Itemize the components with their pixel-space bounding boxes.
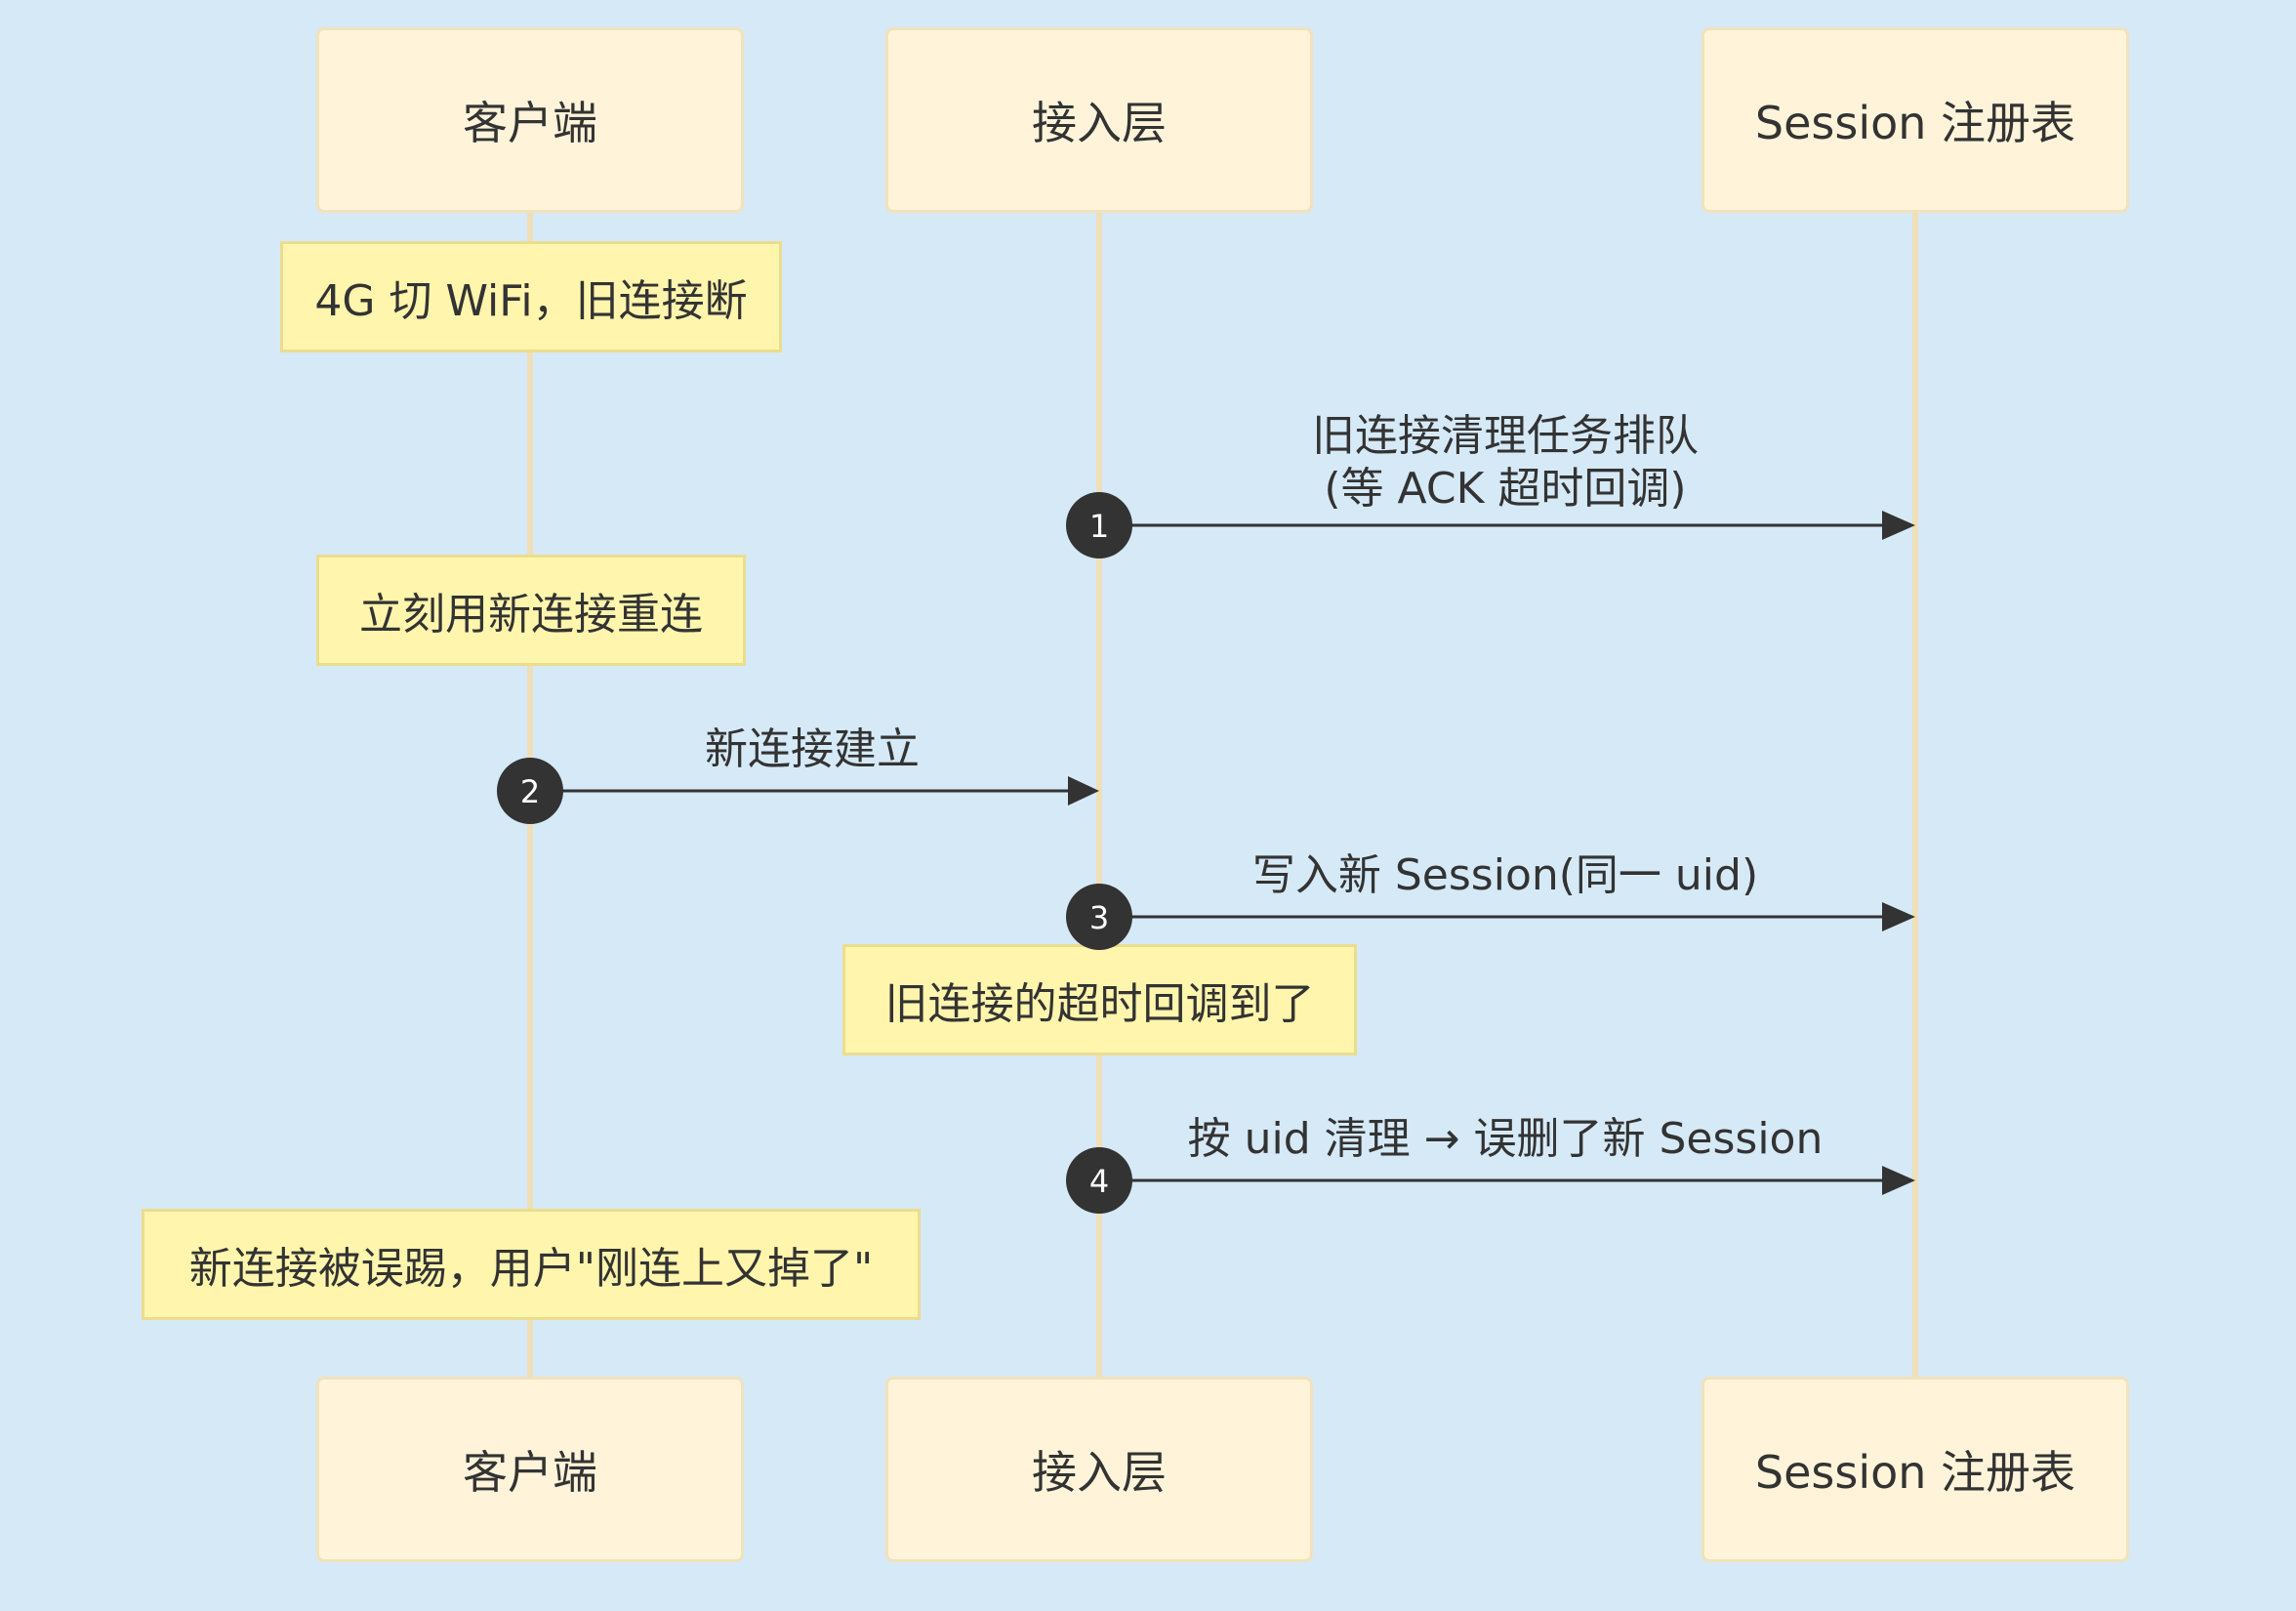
lifeline-gateway bbox=[1096, 213, 1102, 1377]
note-kicked-text: 新连接被误踢，用户"刚连上又掉了" bbox=[188, 1244, 874, 1294]
message-2-number-badge bbox=[497, 758, 563, 824]
message-1-number-badge bbox=[1066, 492, 1132, 558]
message-4-label: 按 uid 清理 → 误删了新 Session bbox=[1188, 1113, 1824, 1166]
actor-client-label: 客户端 bbox=[463, 97, 597, 149]
actor-registry-label: Session 注册表 bbox=[1754, 1446, 2076, 1499]
message-4-number: 4 bbox=[1089, 1163, 1109, 1200]
actor-gateway-top: 接入层 bbox=[885, 27, 1313, 213]
message-1-label-line1: 旧连接清理任务排队 bbox=[1312, 411, 1699, 461]
actor-registry-bottom: Session 注册表 bbox=[1702, 1377, 2129, 1562]
note-timeout-callback: 旧连接的超时回调到了 bbox=[842, 944, 1357, 1055]
actor-client-label: 客户端 bbox=[463, 1446, 597, 1499]
actor-gateway-bottom: 接入层 bbox=[885, 1377, 1313, 1562]
message-4-label-text: 按 uid 清理 → 误删了新 Session bbox=[1187, 1114, 1824, 1164]
message-1-label-line2: (等 ACK 超时回调) bbox=[1324, 464, 1687, 514]
message-2-arrowhead bbox=[1068, 776, 1099, 806]
note-network-switch-text: 4G 切 WiFi，旧连接断 bbox=[314, 276, 748, 326]
message-3-label-text: 写入新 Session(同一 uid) bbox=[1251, 850, 1759, 900]
actor-gateway-label: 接入层 bbox=[1032, 1446, 1167, 1499]
lifeline-registry bbox=[1912, 213, 1918, 1377]
message-1-label: 旧连接清理任务排队 (等 ACK 超时回调) bbox=[1312, 410, 1699, 516]
message-3-number-badge bbox=[1066, 884, 1132, 950]
actor-registry-label: Session 注册表 bbox=[1754, 97, 2076, 149]
message-1-arrowhead bbox=[1882, 511, 1915, 540]
actor-client-top: 客户端 bbox=[316, 27, 744, 213]
message-4-arrowhead bbox=[1882, 1166, 1915, 1195]
message-1-number: 1 bbox=[1089, 508, 1109, 545]
message-2-label: 新连接建立 bbox=[705, 723, 920, 776]
message-4-number-badge bbox=[1066, 1147, 1132, 1214]
actor-gateway-label: 接入层 bbox=[1032, 97, 1167, 149]
message-3-label: 写入新 Session(同一 uid) bbox=[1252, 849, 1758, 902]
message-3-arrowhead bbox=[1882, 902, 1915, 931]
message-2-label-text: 新连接建立 bbox=[705, 724, 920, 774]
note-kicked: 新连接被误踢，用户"刚连上又掉了" bbox=[142, 1209, 921, 1320]
note-timeout-callback-text: 旧连接的超时回调到了 bbox=[884, 979, 1315, 1029]
note-reconnect-text: 立刻用新连接重连 bbox=[359, 590, 703, 640]
note-network-switch: 4G 切 WiFi，旧连接断 bbox=[280, 241, 782, 352]
message-2-number: 2 bbox=[520, 773, 540, 810]
message-3-number: 3 bbox=[1089, 899, 1109, 936]
actor-client-bottom: 客户端 bbox=[316, 1377, 744, 1562]
note-reconnect: 立刻用新连接重连 bbox=[316, 555, 746, 666]
actor-registry-top: Session 注册表 bbox=[1702, 27, 2129, 213]
